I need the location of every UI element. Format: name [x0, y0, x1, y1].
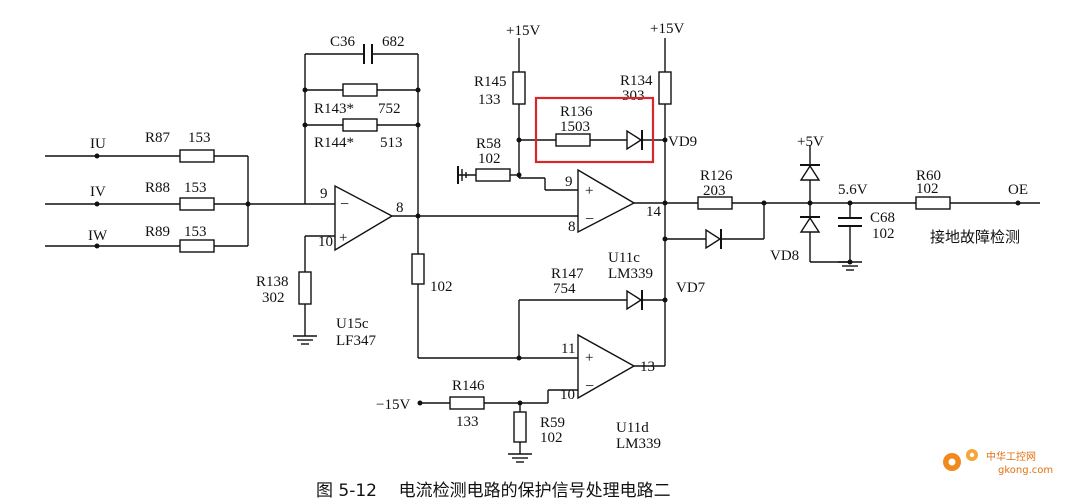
output-description: 接地故障检测 — [930, 228, 1020, 246]
r-102-value: 102 — [430, 279, 453, 295]
watermark-logo — [943, 449, 978, 471]
u15c-opamp: − + — [293, 184, 418, 345]
r147-value: 754 — [553, 281, 576, 297]
u11d-pin-in-pos: 11 — [561, 341, 575, 357]
r134-value: 303 — [622, 88, 645, 104]
watermark-url: gkong.com — [998, 465, 1053, 476]
input-iv-label: IV — [90, 184, 106, 200]
r143-ref: R143* — [314, 101, 354, 117]
u15c-pin-in-pos: 10 — [318, 234, 333, 250]
r146-ref: R146 — [452, 378, 485, 394]
u11c-pin-out: 14 — [646, 204, 662, 220]
u11c-pin-in-pos: 9 — [565, 174, 573, 190]
svg-text:−: − — [340, 196, 349, 213]
r134-ref: R134 — [620, 73, 653, 89]
watermark-name: 中华工控网 — [986, 450, 1036, 463]
input-iw-label: IW — [88, 228, 108, 244]
highlight-box — [534, 96, 655, 164]
main-signal-bus — [411, 213, 578, 359]
u11d-network: + − — [417, 289, 668, 463]
r89-ref: R89 — [145, 224, 170, 240]
figure-caption: 图 5-12 电流检测电路的保护信号处理电路二 — [316, 481, 671, 501]
output-label: OE — [1008, 182, 1028, 198]
c36-ref: C36 — [330, 34, 356, 50]
r58-ref: R58 — [476, 136, 501, 152]
u15c-pin-in-neg: 9 — [320, 186, 328, 202]
svg-text:−: − — [585, 211, 594, 228]
output-network — [697, 145, 1040, 271]
u15c-pin-out: 8 — [396, 200, 404, 216]
input-iu-label: IU — [90, 136, 106, 152]
r145-ref: R145 — [474, 74, 507, 90]
c68-value: 102 — [872, 226, 895, 242]
vd8-label: VD8 — [770, 248, 799, 264]
u11d-part: LM339 — [616, 436, 661, 452]
r136-ref: R136 — [560, 104, 593, 120]
r60-ref: R60 — [916, 168, 941, 184]
u11d-ref: U11d — [616, 420, 649, 436]
u11d-pin-in-neg: 10 — [560, 387, 575, 403]
u15c-feedback-network — [302, 44, 421, 216]
svg-text:+: + — [585, 183, 593, 199]
supply-neg15: −15V — [376, 397, 410, 413]
u15c-part: LF347 — [336, 333, 377, 349]
svg-text:+: + — [585, 350, 593, 366]
r59-value: 102 — [540, 430, 563, 446]
c36-value: 682 — [382, 34, 405, 50]
r138-value: 302 — [262, 290, 285, 306]
vd7-label: VD7 — [676, 280, 706, 296]
u11d-pin-out: 13 — [640, 359, 655, 375]
r126-value: 203 — [703, 183, 726, 199]
r144-ref: R144* — [314, 135, 354, 151]
r136-value: 1503 — [560, 119, 590, 135]
r88-ref: R88 — [145, 180, 170, 196]
supply-pos15-b: +15V — [650, 21, 684, 37]
u11c-part: LM339 — [608, 266, 653, 282]
node-voltage-label: 5.6V — [838, 182, 868, 198]
r147-ref: R147 — [551, 266, 584, 282]
r144-value: 513 — [380, 135, 403, 151]
r60-value: 102 — [916, 181, 939, 197]
input-network — [45, 149, 305, 253]
c68-ref: C68 — [870, 210, 895, 226]
r145-value: 133 — [478, 92, 501, 108]
svg-text:+: + — [339, 230, 347, 246]
r126-ref: R126 — [700, 168, 733, 184]
svg-text:−: − — [585, 378, 594, 395]
r88-value: 153 — [184, 180, 207, 196]
u15c-ref: U15c — [336, 316, 369, 332]
u11c-pin-in-neg: 8 — [568, 219, 576, 235]
r143-value: 752 — [378, 101, 401, 117]
vd9-label: VD9 — [668, 134, 697, 150]
r59-ref: R59 — [540, 415, 565, 431]
r138-ref: R138 — [256, 274, 289, 290]
r87-value: 153 — [188, 130, 211, 146]
r87-ref: R87 — [145, 130, 171, 146]
u11c-ref: U11c — [608, 250, 640, 266]
r89-value: 153 — [184, 224, 207, 240]
r58-value: 102 — [478, 151, 501, 167]
u11c-network: + − — [457, 38, 765, 366]
supply-pos15-a: +15V — [506, 23, 540, 39]
supply-pos5: +5V — [797, 134, 824, 150]
r146-value: 133 — [456, 414, 479, 430]
